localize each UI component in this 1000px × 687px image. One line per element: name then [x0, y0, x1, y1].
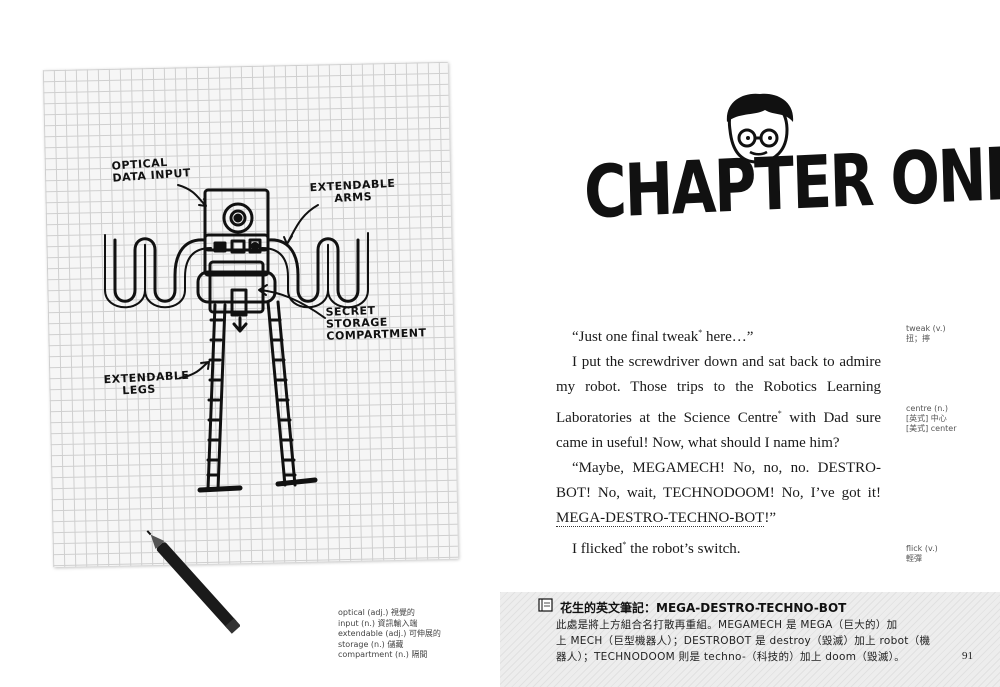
vocab-item: input (n.) 資訊輸入端 — [338, 618, 418, 628]
notebook-icon — [538, 598, 553, 612]
note-box — [500, 592, 1000, 687]
note-line: 器人）；TECHNODOOM 則是 techno-（科技的）加上 doom（毀滅… — [556, 651, 905, 663]
paragraph: “Just one final tweak* here…” — [572, 328, 754, 345]
side-note-tweak: tweak (v.) 扭；擰 — [906, 324, 946, 343]
page-number: 91 — [962, 650, 973, 662]
left-vocab-list: optical (adj.) 視覺的 input (n.) 資訊輸入端 exte… — [338, 608, 441, 661]
chapter-title: CHAPTER ONE — [583, 130, 1000, 235]
paragraph: “Maybe, MEGAMECH! No, no, no. DESTRO-BOT… — [556, 460, 881, 528]
label-extendable-arms: EXTENDABLE ARMS — [309, 176, 396, 205]
dotted-term: MEGA-DESTRO-TECHNO-BOT — [556, 510, 765, 528]
side-note-centre: centre (n.) [英式] 中心 [美式] center — [906, 404, 957, 433]
note-body: 此處是將上方組合名打散再重組。MEGAMECH 是 MEGA（巨大的）加 上 M… — [556, 617, 936, 665]
vocab-item: optical (adj.) 視覺的 — [338, 608, 415, 617]
boy-face-icon — [726, 93, 794, 164]
side-note-flick: flick (v.) 輕彈 — [906, 544, 938, 563]
vocab-item: compartment (n.) 隔間 — [338, 650, 428, 659]
note-line: 此處是將上方組合名打散再重組。MEGAMECH 是 MEGA（巨大的）加 — [556, 619, 898, 631]
robot-drawing — [104, 184, 369, 493]
note-line: 上 MECH（巨型機器人）；DESTROBOT 是 destroy（毀滅）加上 … — [556, 635, 931, 647]
label-secret-storage-compartment: SECRET STORAGE COMPARTMENT — [325, 304, 427, 343]
paragraph: I put the screwdriver down and sat back … — [556, 354, 881, 451]
vocab-item: extendable (adj.) 可伸展的 — [338, 629, 441, 638]
pencil-icon — [146, 530, 240, 634]
note-box-pattern — [500, 592, 1000, 687]
vocab-item: storage (n.) 儲藏 — [338, 639, 404, 649]
note-title: 花生的英文筆記：MEGA-DESTRO-TECHNO-BOT — [560, 601, 847, 615]
paragraph: I flicked* the robot’s switch. — [572, 539, 741, 557]
story-text: “Just one final tweak* here…” I put the … — [556, 320, 881, 562]
